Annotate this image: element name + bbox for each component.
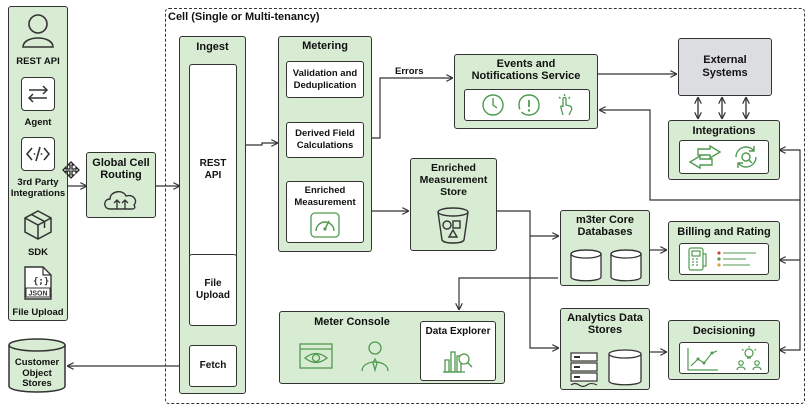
alert-icon	[518, 94, 540, 116]
person-tie-icon	[361, 341, 389, 373]
core-databases-panel: m3ter Core Databases	[560, 210, 650, 286]
svg-text:{;}: {;}	[33, 277, 49, 287]
analytics-title: Analytics Data Stores	[567, 312, 643, 336]
derived-field-label: Derived Field Calculations	[295, 128, 355, 151]
database-icon-3	[608, 349, 642, 386]
routing-label: Global Cell Routing	[92, 157, 150, 181]
source-rest-api-label: REST API	[16, 56, 60, 67]
integrations-icons-row	[679, 140, 769, 174]
ingest-title: Ingest	[196, 41, 229, 53]
cell-boundary	[165, 8, 805, 404]
ingest-fetch-box: Fetch	[189, 345, 237, 387]
billing-title: Billing and Rating	[677, 226, 771, 238]
enriched-measurement-box: Enriched Measurement	[286, 181, 364, 243]
clock-icon	[482, 94, 504, 116]
data-explorer-box: Data Explorer	[420, 321, 496, 381]
data-explorer-label: Data Explorer	[425, 326, 491, 337]
cell-label: Cell (Single or Multi-tenancy)	[168, 11, 320, 23]
json-file-icon: {;} JSON	[24, 266, 52, 300]
code-icon	[21, 137, 55, 171]
ingest-rest-api-box: REST API	[189, 64, 237, 276]
metering-title: Metering	[302, 40, 348, 52]
sync-search-icon	[735, 146, 757, 168]
gauge-icon	[310, 212, 340, 238]
external-systems-box: External Systems	[678, 38, 772, 96]
source-sdk-label: SDK	[27, 247, 49, 258]
source-3rd-party-label: 3rd Party Integrations	[10, 177, 66, 199]
enriched-store-panel: Enriched Measurement Store	[410, 158, 497, 251]
validation-label: Validation and Deduplication	[292, 67, 358, 91]
sources-panel: REST API Agent 3rd Party Integrations SD…	[8, 6, 68, 321]
customer-stores-label: Customer Object Stores	[14, 357, 60, 389]
integrations-title: Integrations	[692, 125, 756, 137]
external-systems-label: External Systems	[702, 54, 748, 79]
line-chart-icon	[687, 348, 718, 371]
cube-icon	[24, 210, 52, 240]
validation-box: Validation and Deduplication	[286, 61, 364, 98]
source-file-upload-label: File Upload	[12, 307, 64, 318]
payment-terminal-icon	[688, 247, 707, 271]
billing-rating-panel: Billing and Rating	[668, 221, 780, 281]
database-icon-2	[610, 249, 642, 282]
integrations-panel: Integrations	[668, 120, 780, 180]
enriched-store-title: Enriched Measurement Store	[419, 162, 488, 198]
decisioning-panel: Decisioning	[668, 320, 780, 380]
ledger-lines-icon	[717, 251, 756, 267]
events-title: Events and Notifications Service	[471, 58, 581, 82]
user-icon	[22, 14, 54, 48]
errors-label: Errors	[395, 66, 424, 77]
chart-magnifier-icon	[443, 351, 473, 373]
events-notifications-panel: Events and Notifications Service	[454, 54, 598, 129]
ingest-file-upload-label: File Upload	[196, 278, 230, 301]
customer-stores-cylinder	[8, 338, 66, 393]
meter-console-title: Meter Console	[314, 316, 390, 328]
ingest-panel: Ingest REST API File Upload Fetch	[179, 36, 246, 394]
decisioning-icons-row	[679, 342, 769, 374]
svg-text:JSON: JSON	[28, 291, 47, 298]
cloud-upload-icon	[104, 191, 137, 210]
ingest-rest-api-label: REST API	[199, 158, 227, 181]
analytics-stores-panel: Analytics Data Stores	[560, 308, 650, 390]
meter-console-panel: Meter Console Data Explorer	[279, 311, 505, 384]
enriched-measurement-label: Enriched Measurement	[294, 185, 356, 208]
server-stack-icon	[570, 352, 598, 388]
events-icons-row	[464, 89, 590, 121]
derived-field-box: Derived Field Calculations	[286, 122, 364, 158]
global-cell-routing-box: Global Cell Routing	[86, 152, 156, 218]
decisioning-title: Decisioning	[692, 325, 756, 337]
metering-panel: Metering Validation and Deduplication De…	[278, 36, 372, 252]
database-icon-1	[570, 249, 602, 282]
billing-icons-row	[679, 243, 769, 275]
ingest-fetch-label: Fetch	[199, 360, 227, 371]
touch-icon	[558, 94, 573, 116]
idea-team-icon	[736, 346, 762, 371]
move-cursor-icon	[62, 161, 80, 179]
swap-arrows-icon	[688, 144, 722, 170]
eye-monitor-icon	[299, 343, 333, 369]
ingest-file-upload-box: File Upload	[189, 254, 237, 326]
source-agent-label: Agent	[24, 117, 52, 128]
transfer-arrows-icon	[21, 77, 55, 111]
storage-bucket-icon	[437, 207, 469, 244]
core-databases-title: m3ter Core Databases	[575, 214, 635, 238]
